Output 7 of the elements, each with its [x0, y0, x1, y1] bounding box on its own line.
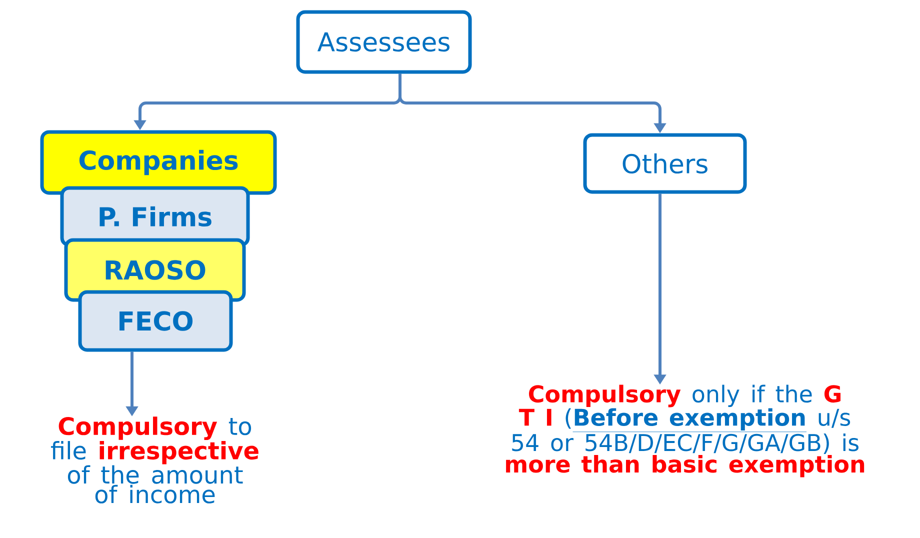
category-box: Assessees	[296, 10, 472, 74]
category-box: P. Firms	[60, 186, 250, 247]
note-text: Compulsory to file irrespective of the amount of income	[51, 416, 258, 504]
note-text: Compulsory only if the G T I (Before exemption u/s 54 or 54B/D/EC/F/G/GA/GB) is more than basic exemption	[506, 384, 864, 478]
category-box: FECO	[78, 290, 233, 352]
category-box: Others	[583, 133, 747, 194]
category-box: Companies	[40, 130, 277, 195]
